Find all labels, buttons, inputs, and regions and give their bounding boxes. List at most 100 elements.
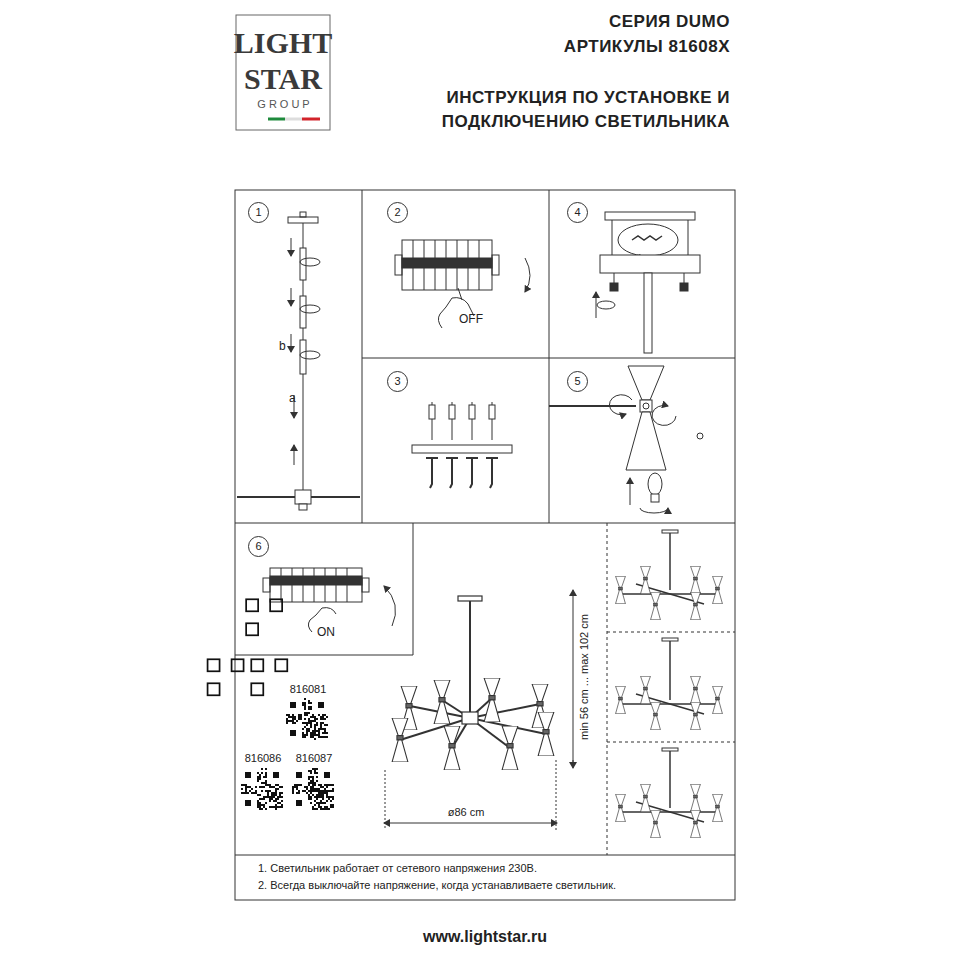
drawing-part [314,734,316,736]
drawing-part [290,702,296,708]
drawing-part [265,802,267,804]
drawing-part [281,796,283,798]
drawing-part [291,238,292,256]
variant-sketches [616,530,723,838]
drawing-part [322,802,324,804]
drawing-part [330,796,332,798]
switch-state: OFF [459,313,483,327]
drawing-part [300,305,320,313]
drawing-part [489,405,495,419]
drawing-part [304,714,306,716]
drawing-part [235,523,735,524]
drawing-part [322,714,324,716]
drawing-part [208,659,220,671]
drawing-part [279,796,281,798]
drawing-part [314,718,316,720]
drawing-part [324,806,326,808]
drawing-part [314,782,316,784]
drawing-part [502,726,518,770]
drawing-part [316,790,318,792]
drawing-part [275,794,277,796]
drawing-part [286,714,288,716]
drawing-part [251,683,263,695]
panel-frame [235,190,735,900]
drawing-part [318,784,320,786]
drawing-part [306,792,308,794]
drawing-part [295,490,311,504]
drawing-part [263,578,270,592]
drawing-part [316,768,318,770]
drawing-part [273,792,275,794]
drawing-part [605,212,695,220]
step-number-circle: 2 [387,202,408,223]
drawing-part [300,784,302,786]
drawing-part [312,734,314,736]
drawing-part [243,792,245,794]
drawing-part [310,790,312,792]
drawing-part [643,403,649,409]
step-number: 2 [394,207,400,218]
drawing-part [306,722,308,724]
drawing-part [326,796,328,798]
drawing-part [292,792,294,794]
panel-3-mounting-plate [412,402,512,488]
drawing-part [308,776,310,778]
dimension-height: min 56 cm ... max 102 cm [578,614,591,740]
drawing-part [612,220,613,255]
drawing-part [308,720,310,722]
drawing-part [326,792,328,794]
drawing-part [246,599,258,611]
series-name: СЕРИЯ DUMO [609,12,730,32]
drawing-part [300,714,302,716]
drawing-part [281,786,283,788]
drawing-part [263,776,265,778]
logo-word: STAR [244,62,322,97]
drawing-part [470,704,540,718]
drawing-part [232,659,244,671]
drawing-part [281,806,283,808]
drawing-part [257,780,259,782]
drawing-part [402,240,492,290]
drawing-part [314,730,316,732]
drawing-part [245,788,247,790]
drawing-part [316,734,318,736]
drawing-part [308,728,310,730]
drawing-part [312,786,314,788]
panel-5-shade-bulb [549,366,703,513]
drawing-part [616,576,626,604]
drawing-part [265,796,267,798]
document-title: ИНСТРУКЦИЯ ПО УСТАНОВКЕ И ПОДКЛЮЧЕНИЮ СВ… [385,86,730,134]
panel-2-breaker-off [395,240,530,328]
drawing-part [322,786,324,788]
drawing-part [314,808,316,810]
drawing-part [294,784,296,786]
drawing-part [316,730,318,732]
drawing-part [330,806,332,808]
drawing-part [312,736,314,738]
drawing-part [277,788,279,790]
drawing-part [322,736,324,738]
step-number: 1 [255,207,261,218]
drawing-part [273,806,275,808]
drawing-part [275,806,277,808]
drawing-part [302,736,304,738]
drawing-part [257,772,259,774]
drawing-part [322,790,324,792]
drawing-part [320,808,322,810]
step-letter: a [289,392,296,406]
drawing-part [279,792,281,794]
drawing-part [257,778,259,780]
drawing-part [298,716,300,718]
drawing-part [314,768,316,770]
drawing-part [641,784,651,812]
drawing-part [273,794,275,796]
drawing-part [322,728,324,730]
drawing-part [259,774,261,776]
qr-codes [208,599,334,810]
drawing-part [426,457,438,459]
drawing-part [310,786,312,788]
drawing-part [312,732,314,734]
drawing-part [573,590,574,596]
drawing-part [296,788,298,790]
